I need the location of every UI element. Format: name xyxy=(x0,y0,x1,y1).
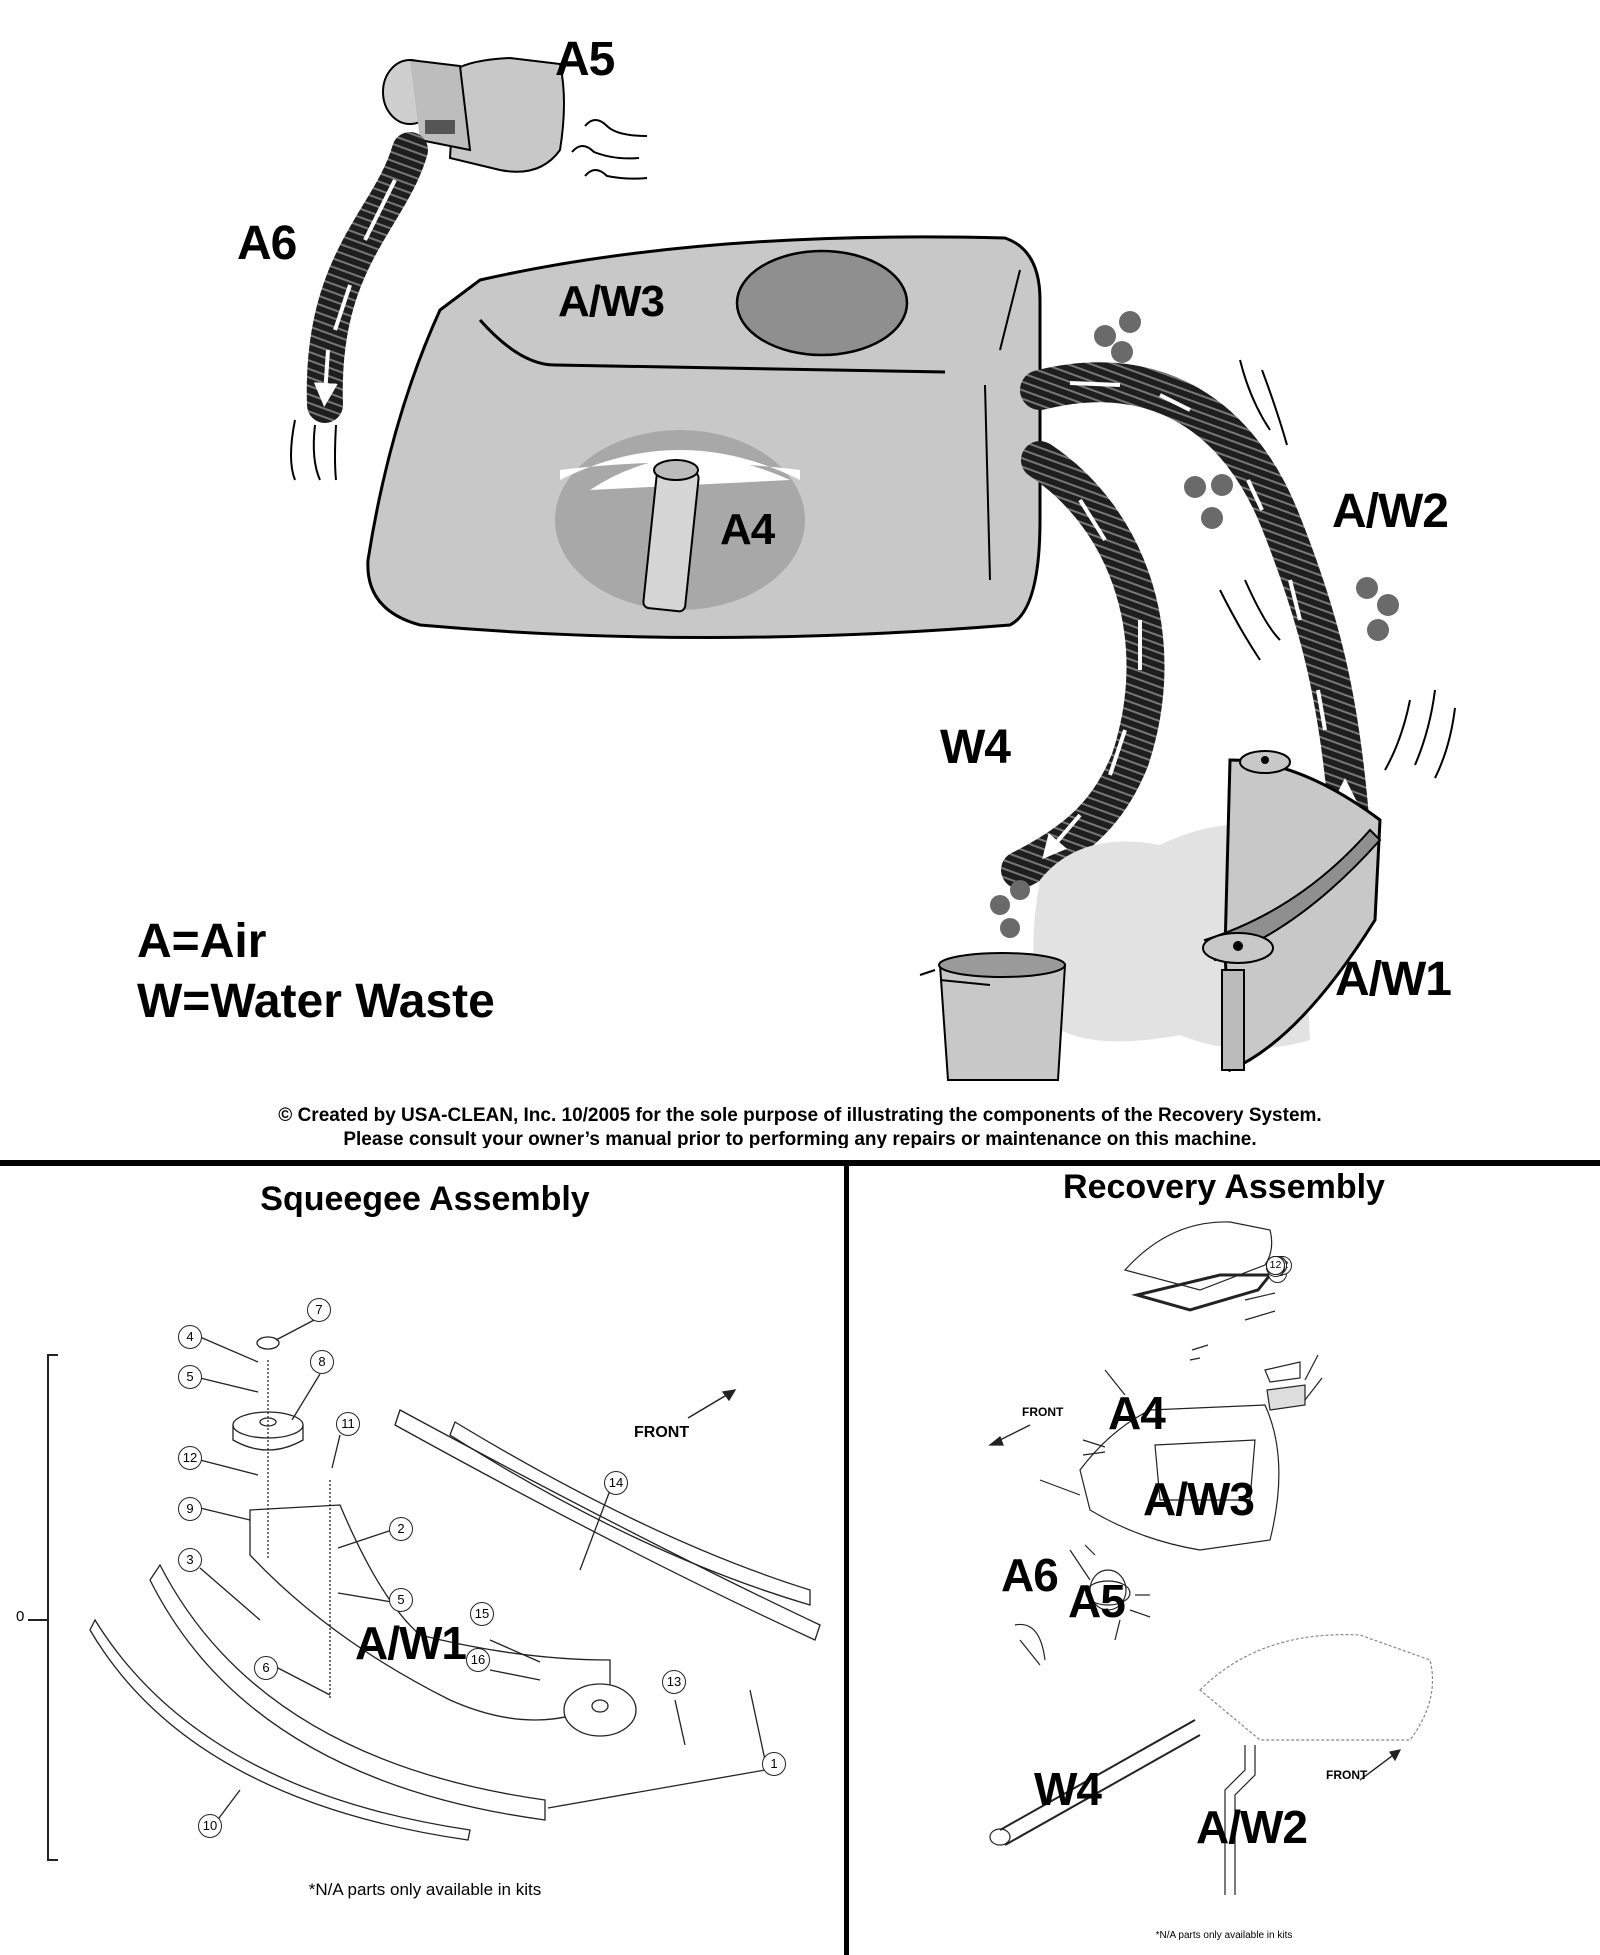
section-divider-vertical xyxy=(844,1166,849,1955)
air-swirl-icon xyxy=(1219,359,1456,779)
callout: 3 xyxy=(178,1548,202,1572)
recovery-footnote: *N/A parts only available in kits xyxy=(1155,1930,1293,1941)
overlay-label-aw2: A/W2 xyxy=(1196,1801,1308,1853)
callout: 12 xyxy=(1266,1256,1285,1275)
callout: 2 xyxy=(389,1517,413,1541)
callout: 5 xyxy=(178,1365,202,1389)
label-w4: W4 xyxy=(940,721,1011,774)
overlay-label-a4: A4 xyxy=(1108,1387,1166,1439)
label-a4: A4 xyxy=(720,505,775,554)
section-divider-horizontal xyxy=(0,1160,1600,1166)
label-aw3: A/W3 xyxy=(558,277,665,326)
label-a6: A6 xyxy=(237,217,297,270)
legend-air: A=Air xyxy=(137,915,267,968)
vacuum-motor-a5 xyxy=(382,56,565,173)
callout: 6 xyxy=(254,1656,278,1680)
air-swirl-icon xyxy=(571,119,648,180)
legend: A=Air W=Water Waste xyxy=(137,912,495,1032)
squeegee-exploded-view xyxy=(28,1317,821,1861)
callout: 10 xyxy=(198,1814,222,1838)
recovery-tank-aw3 xyxy=(366,235,1042,639)
overlay-label-w4: W4 xyxy=(1034,1763,1102,1815)
recovery-assembly-title: Recovery Assembly xyxy=(1063,1168,1385,1206)
callout: 16 xyxy=(466,1648,490,1672)
callout: 1 xyxy=(762,1752,786,1776)
callout: 14 xyxy=(604,1471,628,1495)
squeegee-assembly-title: Squeegee Assembly xyxy=(260,1180,590,1218)
bucket-icon xyxy=(919,952,1067,1081)
callout: 15 xyxy=(470,1602,494,1626)
legend-water: W=Water Waste xyxy=(137,975,495,1028)
air-swirl-icon xyxy=(290,419,337,481)
copyright-notice: © Created by USA-CLEAN, Inc. 10/2005 for… xyxy=(0,1104,1600,1148)
bracket-tick-label: 0 xyxy=(16,1608,25,1625)
drain-hose-w4 xyxy=(1001,441,1165,889)
credit-line-1: © Created by USA-CLEAN, Inc. 10/2005 for… xyxy=(278,1105,1322,1126)
vacuum-hose-aw2 xyxy=(1020,362,1370,850)
squeegee-footnote: *N/A parts only available in kits xyxy=(308,1880,542,1899)
callout: 5 xyxy=(389,1588,413,1612)
callout: 7 xyxy=(307,1298,331,1322)
recovery-system-illustration xyxy=(290,56,1456,1081)
credit-line-2: Please consult your owner’s manual prior… xyxy=(343,1129,1257,1148)
label-aw1: A/W1 xyxy=(1335,953,1452,1006)
squeegee-aw1 xyxy=(1202,750,1382,1073)
overlay-label-aw1: A/W1 xyxy=(355,1617,467,1669)
front-direction-label-2: FRONT xyxy=(1326,1768,1368,1782)
front-direction-label: FRONT xyxy=(634,1424,690,1441)
label-aw2: A/W2 xyxy=(1332,485,1449,538)
callout: 12 xyxy=(178,1446,202,1470)
overlay-label-a6: A6 xyxy=(1001,1549,1059,1601)
water-droplet-icon xyxy=(990,311,1399,938)
callout: 4 xyxy=(178,1325,202,1349)
callout: 13 xyxy=(662,1670,686,1694)
callout: 9 xyxy=(178,1497,202,1521)
front-direction-label-1: FRONT xyxy=(1022,1405,1064,1419)
overlay-label-aw3: A/W3 xyxy=(1143,1473,1255,1525)
overlay-label-a5: A5 xyxy=(1068,1575,1126,1627)
callout: 8 xyxy=(310,1350,334,1374)
callout: 11 xyxy=(336,1412,360,1436)
label-a5: A5 xyxy=(555,33,615,86)
